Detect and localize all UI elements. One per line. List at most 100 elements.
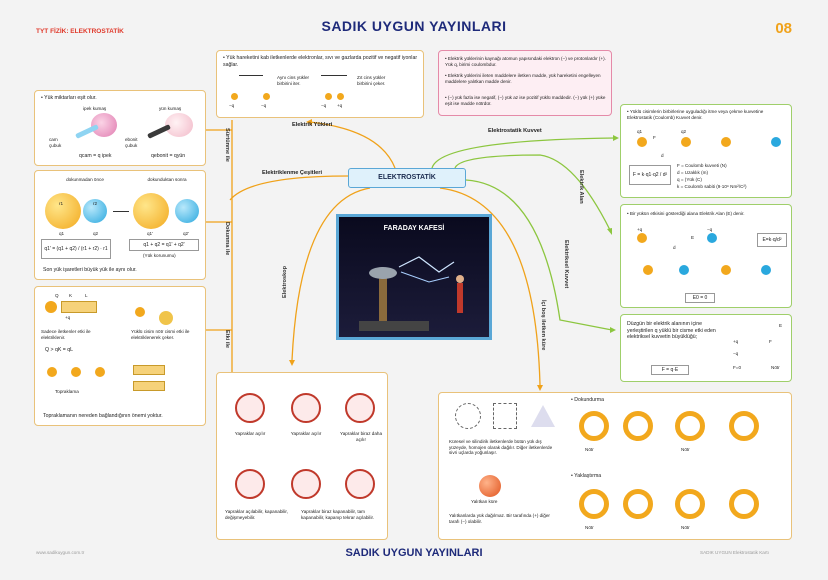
electroscope-4: [235, 469, 265, 499]
efield-formula: E=k·q/d²: [757, 233, 787, 247]
info-b1: Elektrik yüklerinin kaynağı atomun yapıs…: [445, 56, 609, 67]
electroscope-box: Yapraklar açılır Yapraklar açılır Yaprak…: [216, 372, 388, 540]
friction-eq1: qcam = q ipek: [79, 153, 112, 159]
silk-label: ipek kumaş: [83, 106, 107, 111]
footer-title: SADIK UYGUN YAYINLARI: [345, 547, 483, 559]
electroscope-cap-4: Yapraklar açılabilir, kapanabilir, değiş…: [225, 509, 288, 520]
efield-q2: [707, 233, 717, 243]
electroscope-1: [235, 393, 265, 423]
efield-d-label: d: [673, 245, 676, 250]
hollow-box: Küresel ve silindirik iletkenlerde bütün…: [438, 392, 792, 540]
charged-sphere: [45, 301, 57, 313]
same-q1: −q: [229, 103, 235, 108]
branch-force: Elektrostatik Kuvvet: [488, 128, 542, 134]
touch-notr-2: Nötr: [681, 447, 690, 452]
branch-types: Elektriklenme Çeşitleri: [262, 170, 323, 176]
coulomb-legend-4: k = Coulomb sabiti (9·10⁹ Nm²/C²): [677, 184, 747, 189]
sphere-2: [83, 199, 107, 223]
electroscope-5: [291, 469, 321, 499]
approach-ring-4: [729, 489, 759, 519]
coulomb-q2: [681, 137, 691, 147]
same-ball-1: [231, 93, 238, 100]
opp-ball-1: [325, 93, 332, 100]
coulomb-q1: [637, 137, 647, 147]
opposite-support: [321, 75, 347, 76]
subject-label: TYT FİZİK: ELEKTROSTATİK: [36, 28, 124, 35]
conservation-note: (Yük korunumu): [143, 253, 176, 258]
page-number: 08: [775, 20, 792, 37]
footer-right-link: SADIK UYGUN Elektrostatik Kartı: [700, 550, 769, 555]
touch-label: Dokundurma: [571, 397, 604, 404]
q1-label: q1: [59, 231, 65, 236]
electroscope-3: [345, 393, 375, 423]
same-support: [239, 75, 263, 76]
faraday-title: FARADAY KAFESİ: [383, 225, 445, 232]
field-charge-2: [679, 265, 689, 275]
coulomb-F-label: F: [653, 135, 656, 140]
friction-eq2: qebonit = qyün: [151, 153, 186, 159]
touch-notr-1: Nötr: [585, 447, 594, 452]
q1p-label: q1': [147, 231, 153, 236]
eforce-formula: F = q·E: [651, 365, 689, 375]
r2-label: r2: [93, 201, 98, 206]
efield-box: Bir yükün etkisini gösterdiği alana Elek…: [620, 204, 792, 308]
efield-E-label: E: [691, 235, 695, 240]
footer-left-link[interactable]: www.sadikuygun.com.tr: [36, 550, 85, 555]
approach-notr-2: Nötr: [681, 525, 690, 530]
coulomb-legend-1: F = Coulomb kuvveti (N): [677, 163, 727, 168]
efield-q1-label: +q: [637, 227, 643, 232]
coulomb-text: Yüklü cisimlerin birbirlerine uyguladığı…: [627, 109, 789, 120]
wool-label: yün kumaş: [159, 106, 182, 111]
touch-ring-2: [623, 411, 653, 441]
charges-text: Yük hareketini kab iletkenlerde elektron…: [223, 55, 419, 68]
branch-friction: Sürtünme ile: [224, 128, 230, 162]
branch-field: Elektrik Alan: [578, 170, 584, 204]
touch-ring-3: [675, 411, 705, 441]
contact-before: dokunmadan önce: [66, 177, 104, 182]
coulomb-q4: [771, 137, 781, 147]
Q-label: Q: [55, 293, 59, 298]
coulomb-formula: F = k·q1·q2 / d²: [629, 165, 671, 185]
sphere-1-after: [133, 193, 169, 229]
L-label: L: [85, 293, 88, 298]
induction-box: Q K L +q Sadece iletkenler etki ile elek…: [34, 286, 206, 426]
opp-q1: −q: [321, 103, 327, 108]
efield-q2-label: −q: [707, 227, 713, 232]
eforce-E: E: [779, 323, 783, 328]
electroscope-cap-2: Yapraklar açılır: [290, 431, 322, 436]
touch-ring-4: [729, 411, 759, 441]
glass-label: cam çubuk: [49, 137, 62, 148]
branch-hollow: İçi boş iletken küre: [540, 300, 546, 351]
friction-box: Yük miktarları eşit olur. ipek kumaş yün…: [34, 90, 206, 166]
eforce-q2: −q: [733, 351, 739, 356]
branch-field-force: Elektriksel Kuvvet: [563, 240, 569, 289]
eforce-box: Düzgün bir elektrik alanının içine yerle…: [620, 314, 792, 382]
coulomb-q2-label: q2: [681, 129, 687, 134]
ground-ball-3: [95, 367, 105, 377]
insulator-text: Yalıtkanlarda yük dağılmaz. Bir tarafınd…: [449, 513, 550, 524]
field-charge-4: [761, 265, 771, 275]
electroscope-cap-3: Yapraklar biraz daha açılır: [339, 431, 383, 442]
eforce-text: Düzgün bir elektrik alanının içine yerle…: [627, 321, 716, 341]
page-title: SADIK UYGUN YAYINLARI: [321, 18, 507, 34]
eforce-notr: Nötr: [771, 365, 780, 370]
same-text: Aynı cins yükler birbirini iter.: [277, 75, 310, 86]
branch-charges: Elektrik Yükleri: [292, 122, 333, 128]
induction-text1: Sadece iletkenler etki ile elektriklenir…: [41, 329, 91, 340]
electroscope-2: [291, 393, 321, 423]
electroscope-cap-5: Yapraklar biraz kapanabilir, tam kapanab…: [301, 509, 375, 520]
sphere-1: [45, 193, 81, 229]
hollow-text: Küresel ve silindirik iletkenlerde bütün…: [449, 439, 553, 456]
approach-ring-2: [623, 489, 653, 519]
plus-q-label: +q: [65, 315, 71, 320]
ground-ball-2: [71, 367, 81, 377]
q2p-label: q2': [183, 231, 189, 236]
electroscope-6: [345, 469, 375, 499]
opposite-text: Zıt cins yükler birbirini çeker.: [357, 75, 386, 86]
branch-contact: Dokunma ile: [224, 222, 230, 256]
field-charge-1: [643, 265, 653, 275]
hollow-sphere-icon: [455, 403, 481, 429]
coulomb-box: Yüklü cisimlerin birbirlerine uyguladığı…: [620, 104, 792, 198]
conservation-formula: q1 + q2 = q1' + q2': [129, 239, 199, 251]
approach-ring-1: [579, 489, 609, 519]
